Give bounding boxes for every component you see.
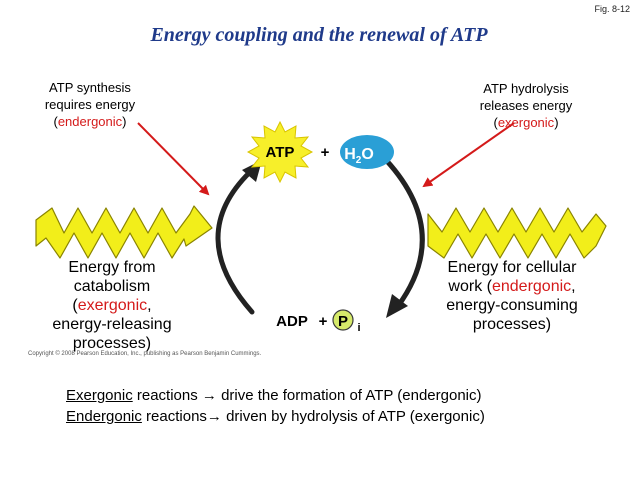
cellular-work-label: Energy for cellular work (endergonic, en…: [424, 258, 600, 334]
catabolism-line1: Energy from: [68, 259, 156, 276]
atp-starburst: ATP: [246, 120, 314, 184]
paren-open: (: [493, 115, 498, 130]
cellular-work-line3: energy-consuming: [446, 297, 578, 314]
phosphate-subscript: i: [357, 322, 360, 334]
atp-hydrolysis-line1: ATP hydrolysis: [483, 81, 569, 96]
plus-sign-top: +: [321, 144, 330, 161]
water-subscript: 2: [356, 155, 362, 166]
atp-label: ATP: [266, 144, 295, 161]
atp-hydrolysis-note: ATP hydrolysis releases energy (exergoni…: [452, 80, 600, 131]
comma: ,: [147, 297, 152, 314]
cellular-work-line1: Energy for cellular: [447, 259, 577, 276]
atp-synthesis-note: ATP synthesis requires energy (endergoni…: [30, 79, 150, 130]
exergonic-term: exergonic: [77, 297, 148, 314]
cellular-work-energy-arrow: [427, 207, 607, 259]
adp-label: ADP: [276, 313, 308, 330]
work-prefix: work (: [448, 278, 492, 295]
figure-label: Fig. 8-12: [594, 4, 630, 14]
plus-sign-bottom: +: [319, 313, 328, 330]
paren-close: ): [554, 115, 559, 130]
exergonic-term: Exergonic: [66, 387, 133, 404]
atp-synthesis-line3: (endergonic): [30, 113, 150, 130]
paren-open: (: [72, 297, 78, 314]
right-red-arrow: [422, 122, 515, 188]
summary-line-exergonic: Exergonic reactions → drive the formatio…: [66, 387, 481, 404]
exergonic-term: exergonic: [497, 115, 555, 130]
summary-line2-text: reactions→ driven by hydrolysis of ATP (…: [141, 408, 485, 425]
endergonic-term: endergonic: [491, 278, 572, 295]
atp-hydrolysis-line2: releases energy: [479, 98, 573, 113]
left-red-arrow: [137, 122, 210, 196]
water-o: O: [361, 146, 373, 163]
comma: ,: [571, 278, 576, 295]
svg-text:H2O: H2O: [344, 146, 374, 166]
hydrolysis-cycle-arrow: [383, 157, 425, 309]
water-h: H: [344, 146, 356, 163]
hydrolysis-arrowhead: [386, 294, 408, 318]
phosphate-group: P i: [332, 309, 361, 334]
atp-synthesis-line2: requires energy: [44, 97, 136, 112]
phosphate-label: P: [338, 313, 348, 330]
atp-hydrolysis-line3: (exergonic): [452, 114, 600, 131]
endergonic-term: Endergonic: [66, 408, 142, 425]
catabolism-energy-arrow: [35, 205, 213, 259]
catabolism-line2: catabolism: [73, 278, 151, 295]
catabolism-line4: energy-releasing: [52, 316, 172, 333]
summary-line-endergonic: Endergonic reactions→ driven by hydrolys…: [66, 408, 485, 425]
paren-close: ): [122, 114, 127, 129]
catabolism-line3: (exergonic,: [22, 296, 202, 315]
catabolism-line5: processes): [72, 335, 152, 352]
summary-line1-text: reactions → drive the formation of ATP (…: [132, 387, 482, 404]
diagram-title: Energy coupling and the renewal of ATP: [150, 24, 488, 46]
catabolism-label: Energy from catabolism (exergonic, energ…: [22, 258, 202, 353]
synthesis-cycle-arrow: [215, 169, 255, 315]
atp-cycle: [215, 157, 425, 318]
water-molecule: H2O: [340, 135, 394, 169]
endergonic-term: endergonic: [57, 114, 123, 129]
paren-open: (: [53, 114, 58, 129]
cellular-work-line4: processes): [472, 316, 552, 333]
copyright-notice: Copyright © 2008 Pearson Education, Inc.…: [28, 351, 262, 357]
atp-synthesis-line1: ATP synthesis: [49, 80, 131, 95]
cellular-work-line2: work (endergonic,: [424, 277, 600, 296]
